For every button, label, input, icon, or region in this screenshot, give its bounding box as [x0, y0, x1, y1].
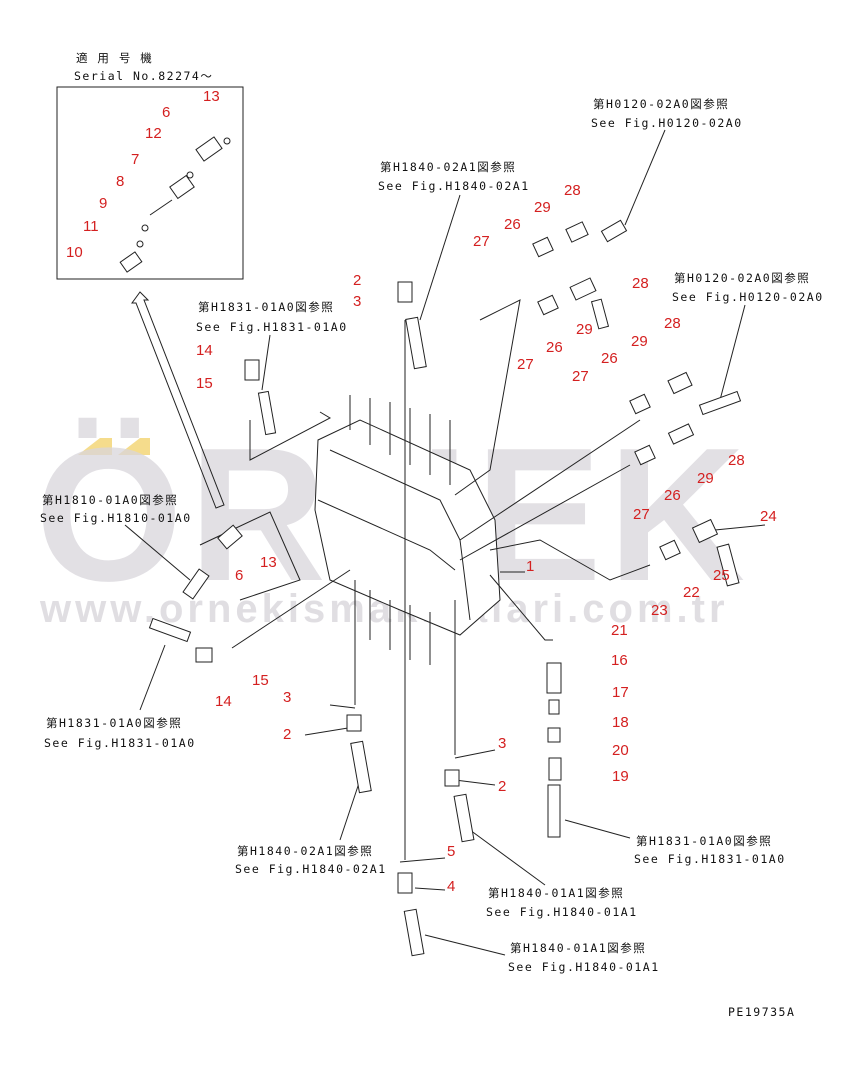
callout: 26: [546, 339, 563, 356]
callout: 4: [447, 878, 455, 895]
callout: 16: [611, 652, 628, 669]
callout: 26: [601, 350, 618, 367]
callout: 28: [632, 275, 649, 292]
ref-jp: 第H1831-01A0図参照: [46, 716, 182, 730]
ref-en: See Fig.H1840-02A1: [235, 862, 387, 876]
callout: 28: [564, 182, 581, 199]
callout: 3: [498, 735, 506, 752]
callout: 23: [651, 602, 668, 619]
ref-en: See Fig.H1831-01A0: [44, 736, 196, 750]
ref-en: See Fig.H1840-02A1: [378, 179, 530, 193]
callout: 12: [145, 125, 162, 142]
ref-jp: 第H1840-01A1図参照: [510, 941, 646, 955]
ref-en: See Fig.H1831-01A0: [634, 852, 786, 866]
callout: 14: [196, 342, 213, 359]
callout: 22: [683, 584, 700, 601]
ref-jp: 第H1840-01A1図参照: [488, 886, 624, 900]
callout: 29: [631, 333, 648, 350]
callout: 1: [526, 558, 534, 575]
callout: 28: [664, 315, 681, 332]
callout: 9: [99, 195, 107, 212]
callout: 25: [713, 567, 730, 584]
ref-en: See Fig.H0120-02A0: [672, 290, 824, 304]
callout: 29: [697, 470, 714, 487]
part-callouts: 13 6 12 7 8 9 11 10 2 3 14 15 27 26 29 2…: [66, 88, 777, 895]
inset-title: 適 用 号 機: [76, 51, 153, 65]
inset-parts: [119, 136, 231, 273]
callout: 2: [353, 272, 361, 289]
ref-en: See Fig.H1810-01A0: [40, 511, 192, 525]
callout: 21: [611, 622, 628, 639]
control-valve-body: [314, 395, 501, 665]
callout: 17: [612, 684, 629, 701]
ref-en: See Fig.H0120-02A0: [591, 116, 743, 130]
callout: 29: [576, 321, 593, 338]
callout: 5: [447, 843, 455, 860]
leader-lines: [124, 129, 766, 956]
callout: 26: [504, 216, 521, 233]
ref-jp: 第H1831-01A0図参照: [198, 300, 334, 314]
ref-jp: 第H1831-01A0図参照: [636, 834, 772, 848]
callout: 6: [162, 104, 170, 121]
callout: 18: [612, 714, 629, 731]
callout: 27: [572, 368, 589, 385]
watermark-accent-right: [118, 438, 150, 455]
callout: 13: [260, 554, 277, 571]
callout: 19: [612, 768, 629, 785]
callout: 14: [215, 693, 232, 710]
callout: 26: [664, 487, 681, 504]
inset-arrow: [131, 291, 225, 509]
callout: 2: [283, 726, 291, 743]
callout: 10: [66, 244, 83, 261]
ref-en: See Fig.H1831-01A0: [196, 320, 348, 334]
callout: 8: [116, 173, 124, 190]
callout: 3: [283, 689, 291, 706]
callout: 7: [131, 151, 139, 168]
callout: 28: [728, 452, 745, 469]
ref-jp: 第H1840-02A1図参照: [380, 160, 516, 174]
callout: 29: [534, 199, 551, 216]
callout: 15: [252, 672, 269, 689]
callout: 20: [612, 742, 629, 759]
figure-references: 第H0120-02A0図参照 See Fig.H0120-02A0 第H1840…: [40, 97, 824, 1019]
callout: 11: [83, 218, 99, 235]
callout: 27: [473, 233, 490, 250]
ref-en: See Fig.H1840-01A1: [486, 905, 638, 919]
callout: 27: [633, 506, 650, 523]
fittings: [148, 219, 742, 957]
ref-jp: 第H0120-02A0図参照: [674, 271, 810, 285]
ref-jp: 第H1840-02A1図参照: [237, 844, 373, 858]
callout: 6: [235, 567, 243, 584]
ref-jp: 第H1810-01A0図参照: [42, 493, 178, 507]
drawing-code: PE19735A: [728, 1005, 795, 1019]
inset-serial: Serial No.82274～: [74, 69, 213, 83]
callout: 13: [203, 88, 220, 105]
inset-frame: [56, 86, 244, 280]
watermark-accent-left: [78, 438, 112, 455]
callout: 27: [517, 356, 534, 373]
ref-jp: 第H0120-02A0図参照: [593, 97, 729, 111]
callout: 24: [760, 508, 777, 525]
callout: 15: [196, 375, 213, 392]
ref-en: See Fig.H1840-01A1: [508, 960, 660, 974]
callout: 3: [353, 293, 361, 310]
callout: 2: [498, 778, 506, 795]
